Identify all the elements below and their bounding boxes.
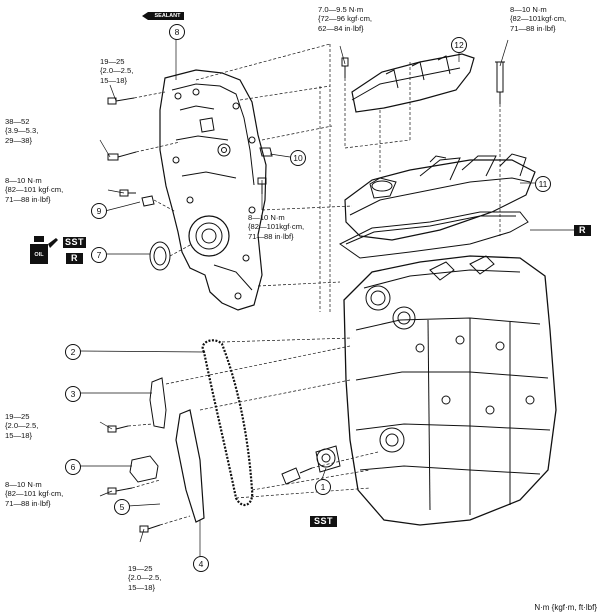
crank-bolt xyxy=(281,467,313,485)
callout-7: 7 xyxy=(91,247,107,263)
ignition-coil xyxy=(495,61,505,104)
callout-3: 3 xyxy=(65,386,81,402)
oil-can-icon xyxy=(30,236,58,264)
sst-badge-left: SST xyxy=(63,237,86,248)
torque-top-left: 19—25 {2.0—2.5, 15—18} xyxy=(100,57,134,85)
crankshaft-sprocket xyxy=(315,445,341,473)
cover-bolt xyxy=(341,57,349,78)
chain-guide xyxy=(149,377,167,429)
timing-chain xyxy=(201,339,254,507)
sst-badge-bottom: SST xyxy=(310,516,337,527)
callout-2: 2 xyxy=(65,344,81,360)
engine-block xyxy=(343,255,557,526)
callout-4: 4 xyxy=(193,556,209,572)
front-oil-seal xyxy=(149,241,171,271)
torque-sensor-mid: 8—10 N·m {82—101kgf·cm, 71—88 in·lbf} xyxy=(248,213,305,241)
callout-10: 10 xyxy=(290,150,306,166)
torque-bottom: 19—25 {2.0—2.5, 15—18} xyxy=(128,564,162,592)
torque-tensioner: 8—10 N·m {82—101 kgf·cm, 71—88 in·lbf} xyxy=(5,480,64,508)
torque-sensor-left: 8—10 N·m {82—101 kgf·cm, 71—88 in·lbf} xyxy=(5,176,64,204)
torque-cover-top: 7.0—9.5 N·m {72—96 kgf·cm, 62—84 in·lbf} xyxy=(318,5,373,33)
r-badge-left: R xyxy=(66,253,83,264)
alignment-lines xyxy=(127,43,501,526)
callout-6: 6 xyxy=(65,459,81,475)
r-badge-right: R xyxy=(574,225,591,236)
callout-1: 1 xyxy=(315,479,331,495)
callout-8: 8 xyxy=(169,24,185,40)
chain-tensioner xyxy=(129,455,159,483)
engine-top-cover xyxy=(351,53,475,113)
sealant-label: SEALANT xyxy=(153,12,182,20)
callout-5: 5 xyxy=(114,499,130,515)
torque-front-cover-bolt: 38—52 {3.9—5.3, 29—38} xyxy=(5,117,39,145)
oil-label: OIL xyxy=(31,251,47,259)
torque-tensioner-arm: 19—25 {2.0—2.5, 15—18} xyxy=(5,412,39,440)
timing-chain-cover xyxy=(159,69,267,311)
units-note: N·m {kgf·m, ft·lbf} xyxy=(534,603,597,612)
head-cover-gasket xyxy=(339,211,529,259)
tensioner-arm xyxy=(175,409,205,523)
callout-9: 9 xyxy=(91,203,107,219)
cylinder-head-cover xyxy=(344,153,536,241)
torque-top-right: 8—10 N·m {82—101kgf·cm, 71—88 in·lbf} xyxy=(510,5,567,33)
callout-12: 12 xyxy=(451,37,467,53)
callout-11: 11 xyxy=(535,176,551,192)
bolt-group xyxy=(107,97,273,533)
